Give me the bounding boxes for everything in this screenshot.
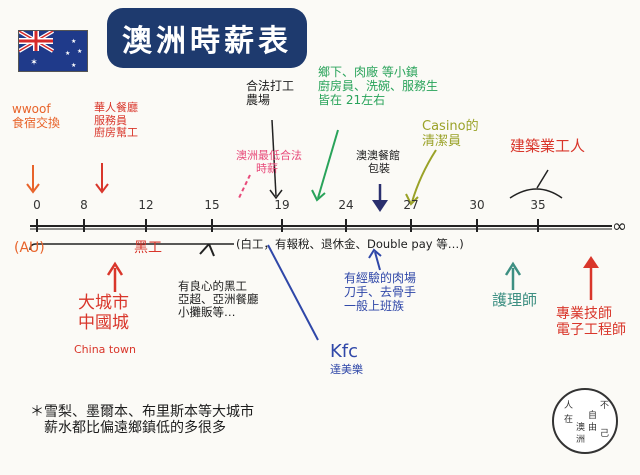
casino-arrow xyxy=(411,149,437,203)
note-wwoof: wwoof 食宿交換 xyxy=(12,102,61,131)
conscience-arrow xyxy=(199,243,215,257)
note-meat-line3: 一般上班族 xyxy=(344,298,405,313)
australia-flag-icon: ✶ ★ ★ ★ ★ xyxy=(18,30,88,72)
tick-24: 24 xyxy=(338,198,354,212)
tick-30: 30 xyxy=(469,198,485,212)
min-wage-arrow xyxy=(237,174,251,201)
footnote-line2: 薪水都比偏遠鄉鎮低的多很多 xyxy=(44,420,226,437)
note-big-city-line1: 大城市 xyxy=(78,293,129,313)
note-macau-line2: 包裝 xyxy=(368,161,390,175)
note-chinatown-en: China town xyxy=(74,343,136,356)
note-kfc-cn: 達美樂 xyxy=(330,363,363,376)
note-rural-line2: 廚房員、洗碗、服務生 xyxy=(318,78,439,93)
axis-infinity: ∞ xyxy=(612,216,627,237)
note-au: (AU) xyxy=(14,240,45,256)
farm-arrow xyxy=(271,119,277,197)
logo-char-1: 人 xyxy=(564,401,574,411)
svg-text:★: ★ xyxy=(71,62,76,69)
note-meat: 有經驗的肉場 刀手、去骨手 一般上班族 xyxy=(344,271,417,313)
note-conscience-line2: 亞超、亞洲餐廳 xyxy=(178,292,259,307)
note-wwoof-line1: wwoof xyxy=(12,102,51,116)
timeline-ticks xyxy=(36,219,539,232)
note-restaurant-line3: 廚房幫工 xyxy=(94,126,138,140)
note-restaurant-line2: 服務員 xyxy=(94,113,127,127)
note-casino-line1: Casino的 xyxy=(422,119,479,134)
svg-text:★: ★ xyxy=(65,50,70,57)
note-macau-line1: 澳澳餐館 xyxy=(356,149,400,162)
note-kfc: Kfc xyxy=(330,341,359,362)
kfc-arrow xyxy=(267,244,319,341)
logo-char-3: 澳 xyxy=(576,423,586,433)
note-min-wage-line2: 時薪 xyxy=(256,161,278,175)
note-legal-farm: 合法打工 農場 xyxy=(246,79,295,108)
logo-char-2: 在 xyxy=(564,415,574,425)
logo-char-8: 己 xyxy=(600,429,610,439)
note-rural: 鄉下、肉廠 等小鎮 廚房員、洗碗、服務生 皆在 21左右 xyxy=(318,65,439,107)
note-min-wage: 澳洲最低合法 時薪 xyxy=(236,149,302,175)
author-logo: 人 在 澳 洲 自 由 不 己 xyxy=(552,388,618,454)
note-casino-line2: 清潔員 xyxy=(422,133,462,149)
tick-35: 35 xyxy=(530,198,546,212)
svg-text:✶: ✶ xyxy=(30,58,38,68)
svg-text:★: ★ xyxy=(71,38,76,45)
note-macau: 澳澳餐館 包裝 xyxy=(356,149,400,175)
note-big-city: 大城市 中國城 xyxy=(78,293,129,333)
tick-19: 19 xyxy=(274,198,290,212)
note-legal-farm-line1: 合法打工 xyxy=(246,79,295,93)
note-black-work: 黑工 xyxy=(134,240,162,256)
note-wwoof-line2: 食宿交換 xyxy=(12,115,61,130)
meat-arrow xyxy=(374,251,381,271)
note-conscience-line3: 小攤販等… xyxy=(178,305,236,320)
note-restaurant: 華人餐廳 服務員 廚房幫工 xyxy=(94,101,138,140)
tick-15: 15 xyxy=(204,198,220,212)
note-nurse: 護理師 xyxy=(492,291,538,309)
note-casino: Casino的 清潔員 xyxy=(422,119,479,150)
note-engineer: 專業技師 電子工程師 xyxy=(556,306,626,338)
page-title: 澳洲時薪表 xyxy=(107,8,307,68)
note-meat-line1: 有經驗的肉場 xyxy=(344,271,417,285)
footnote: ＊雪梨、墨爾本、布里斯本等大城市 薪水都比偏遠鄉鎮低的多很多 xyxy=(30,404,254,436)
tick-12: 12 xyxy=(138,198,154,212)
note-big-city-line2: 中國城 xyxy=(78,312,129,333)
note-conscience-line1: 有良心的黑工 xyxy=(178,279,247,293)
tick-27: 27 xyxy=(403,198,419,212)
note-rural-line1: 鄉下、肉廠 等小鎮 xyxy=(318,65,418,79)
tick-0: 0 xyxy=(33,198,41,212)
tick-8: 8 xyxy=(80,198,88,212)
logo-char-5: 自 xyxy=(588,411,598,421)
black-work-bracket xyxy=(29,243,234,251)
logo-char-4: 洲 xyxy=(576,435,586,445)
note-construction: 建築業工人 xyxy=(510,137,586,155)
note-engineer-line1: 專業技師 xyxy=(556,306,612,322)
note-min-wage-line1: 澳洲最低合法 xyxy=(236,149,302,162)
rural-arrow xyxy=(317,129,339,199)
note-rural-line3: 皆在 21左右 xyxy=(318,92,386,107)
note-engineer-line2: 電子工程師 xyxy=(556,322,626,339)
footnote-line1: ＊雪梨、墨爾本、布里斯本等大城市 xyxy=(30,404,254,420)
note-legal-benefits: (白工，有報稅、退休金、Double pay 等…) xyxy=(236,237,464,251)
logo-char-7: 不 xyxy=(600,401,610,411)
svg-text:★: ★ xyxy=(77,48,82,55)
note-restaurant-line1: 華人餐廳 xyxy=(94,101,138,114)
note-meat-line2: 刀手、去骨手 xyxy=(344,284,417,299)
construction-range xyxy=(509,188,563,199)
logo-char-6: 由 xyxy=(588,423,598,433)
note-conscience: 有良心的黑工 亞超、亞洲餐廳 小攤販等… xyxy=(178,279,259,320)
note-legal-farm-line2: 農場 xyxy=(246,92,271,107)
